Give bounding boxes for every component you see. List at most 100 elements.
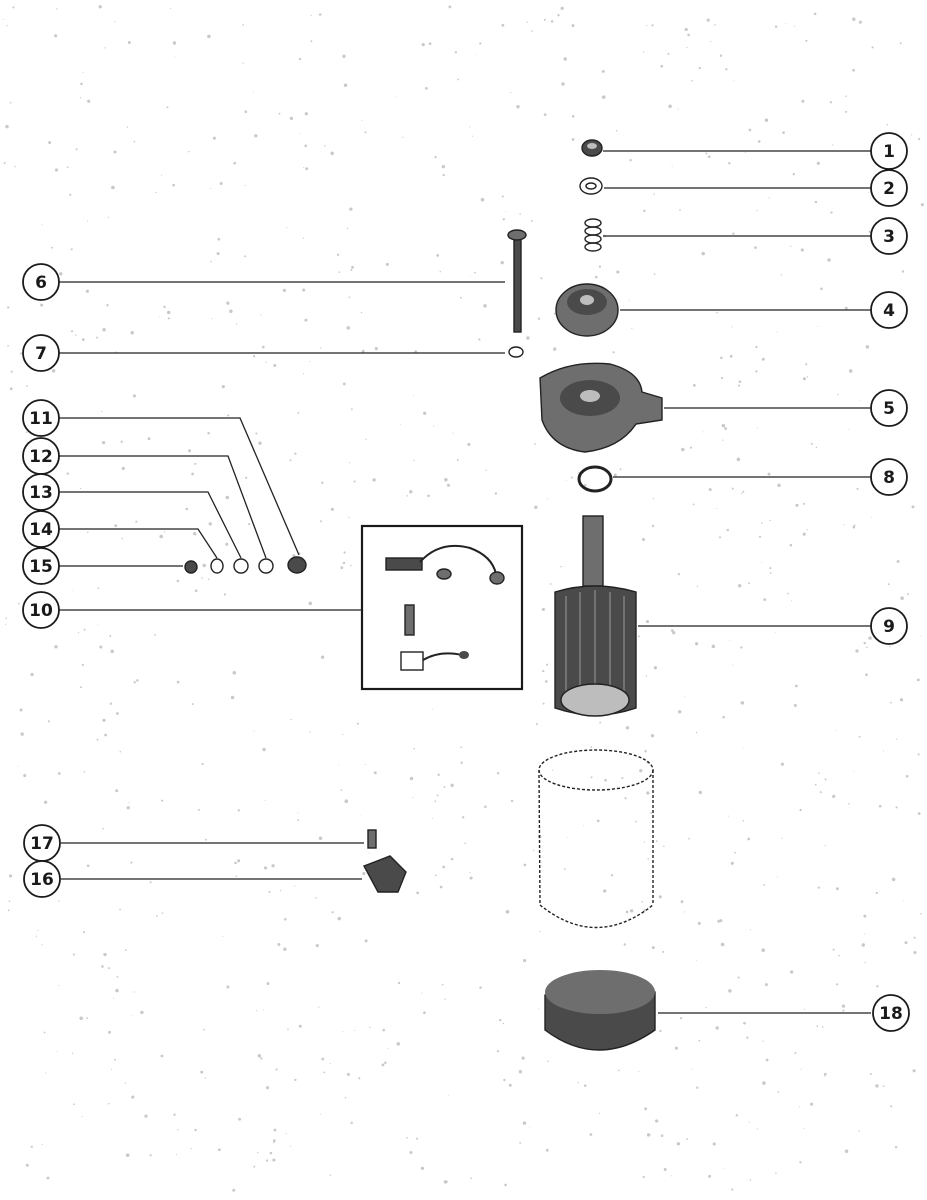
callout-17-label: 17 xyxy=(30,834,54,854)
speck xyxy=(710,40,712,42)
speck xyxy=(46,1176,50,1180)
speck xyxy=(541,607,545,611)
speck xyxy=(260,314,262,316)
speck xyxy=(18,602,20,605)
speck xyxy=(409,490,413,494)
callout-17: 17 xyxy=(23,824,61,862)
speck xyxy=(863,641,866,645)
speck xyxy=(763,598,767,601)
speck xyxy=(769,572,772,574)
speck xyxy=(81,1116,83,1118)
speck xyxy=(82,931,86,934)
speck xyxy=(863,933,865,935)
speck xyxy=(368,852,370,854)
speck xyxy=(725,68,728,71)
speck xyxy=(598,1112,601,1114)
callout-18-label: 18 xyxy=(879,1004,903,1024)
speck xyxy=(232,671,237,675)
callout-5-label: 5 xyxy=(883,399,895,419)
speck xyxy=(651,24,654,27)
part-9-armature xyxy=(554,515,637,717)
speck xyxy=(23,773,27,778)
speck xyxy=(740,701,745,705)
speck xyxy=(364,939,368,943)
speck xyxy=(684,695,686,697)
speck xyxy=(691,1068,693,1070)
speck xyxy=(832,948,835,951)
speck xyxy=(625,726,630,730)
speck xyxy=(7,344,9,347)
speck xyxy=(635,820,637,823)
speck xyxy=(737,384,741,387)
speck xyxy=(320,655,325,659)
speck xyxy=(500,261,504,265)
speck xyxy=(793,703,797,708)
speck xyxy=(767,472,771,476)
speck xyxy=(793,25,795,27)
speck xyxy=(416,1137,419,1140)
speck xyxy=(856,487,859,490)
speck xyxy=(670,629,674,632)
speck xyxy=(612,351,615,354)
speck xyxy=(762,1081,766,1085)
speck xyxy=(617,1069,620,1072)
speck xyxy=(803,502,806,505)
speck xyxy=(320,481,324,484)
speck xyxy=(101,410,103,413)
speck xyxy=(698,790,702,795)
speck xyxy=(19,708,23,712)
speck xyxy=(282,288,287,293)
speck xyxy=(409,776,414,781)
callout-2: 2 xyxy=(870,169,908,207)
speck xyxy=(434,800,437,802)
speck xyxy=(615,129,618,132)
speck xyxy=(431,817,433,820)
speck xyxy=(485,469,487,471)
speck xyxy=(277,943,281,946)
speck xyxy=(161,174,163,176)
speck xyxy=(102,328,106,332)
speck xyxy=(319,520,323,523)
speck xyxy=(756,209,758,212)
speck xyxy=(9,387,13,391)
speck xyxy=(364,131,367,134)
speck xyxy=(119,908,121,911)
speck xyxy=(289,116,294,121)
speck xyxy=(45,1072,47,1074)
speck xyxy=(444,998,446,1000)
speck xyxy=(447,1094,449,1096)
speck xyxy=(689,446,692,449)
speck xyxy=(789,543,793,547)
speck xyxy=(320,347,322,349)
speck xyxy=(86,864,90,868)
speck xyxy=(816,161,820,165)
speck xyxy=(913,950,917,955)
speck xyxy=(265,361,267,363)
speck xyxy=(172,41,177,45)
speck xyxy=(40,303,44,307)
speck xyxy=(442,173,445,177)
speck xyxy=(806,376,809,378)
speck xyxy=(41,1143,43,1145)
speck xyxy=(542,702,545,705)
speck xyxy=(346,227,349,230)
speck xyxy=(553,312,556,315)
callout-10-label: 10 xyxy=(29,601,53,621)
speck xyxy=(79,487,82,490)
speck xyxy=(758,535,762,538)
speck xyxy=(522,1121,527,1125)
speck xyxy=(308,601,313,606)
speck xyxy=(677,108,679,110)
speck xyxy=(777,483,781,488)
speck xyxy=(402,136,404,138)
speck xyxy=(254,134,258,138)
part-6-through-bolt xyxy=(507,229,527,333)
speck xyxy=(37,929,39,932)
speck xyxy=(175,1153,178,1156)
speck xyxy=(698,66,701,70)
speck xyxy=(188,150,190,153)
speck xyxy=(286,227,288,229)
speck xyxy=(101,965,104,968)
speck xyxy=(671,165,673,167)
speck xyxy=(212,136,216,140)
